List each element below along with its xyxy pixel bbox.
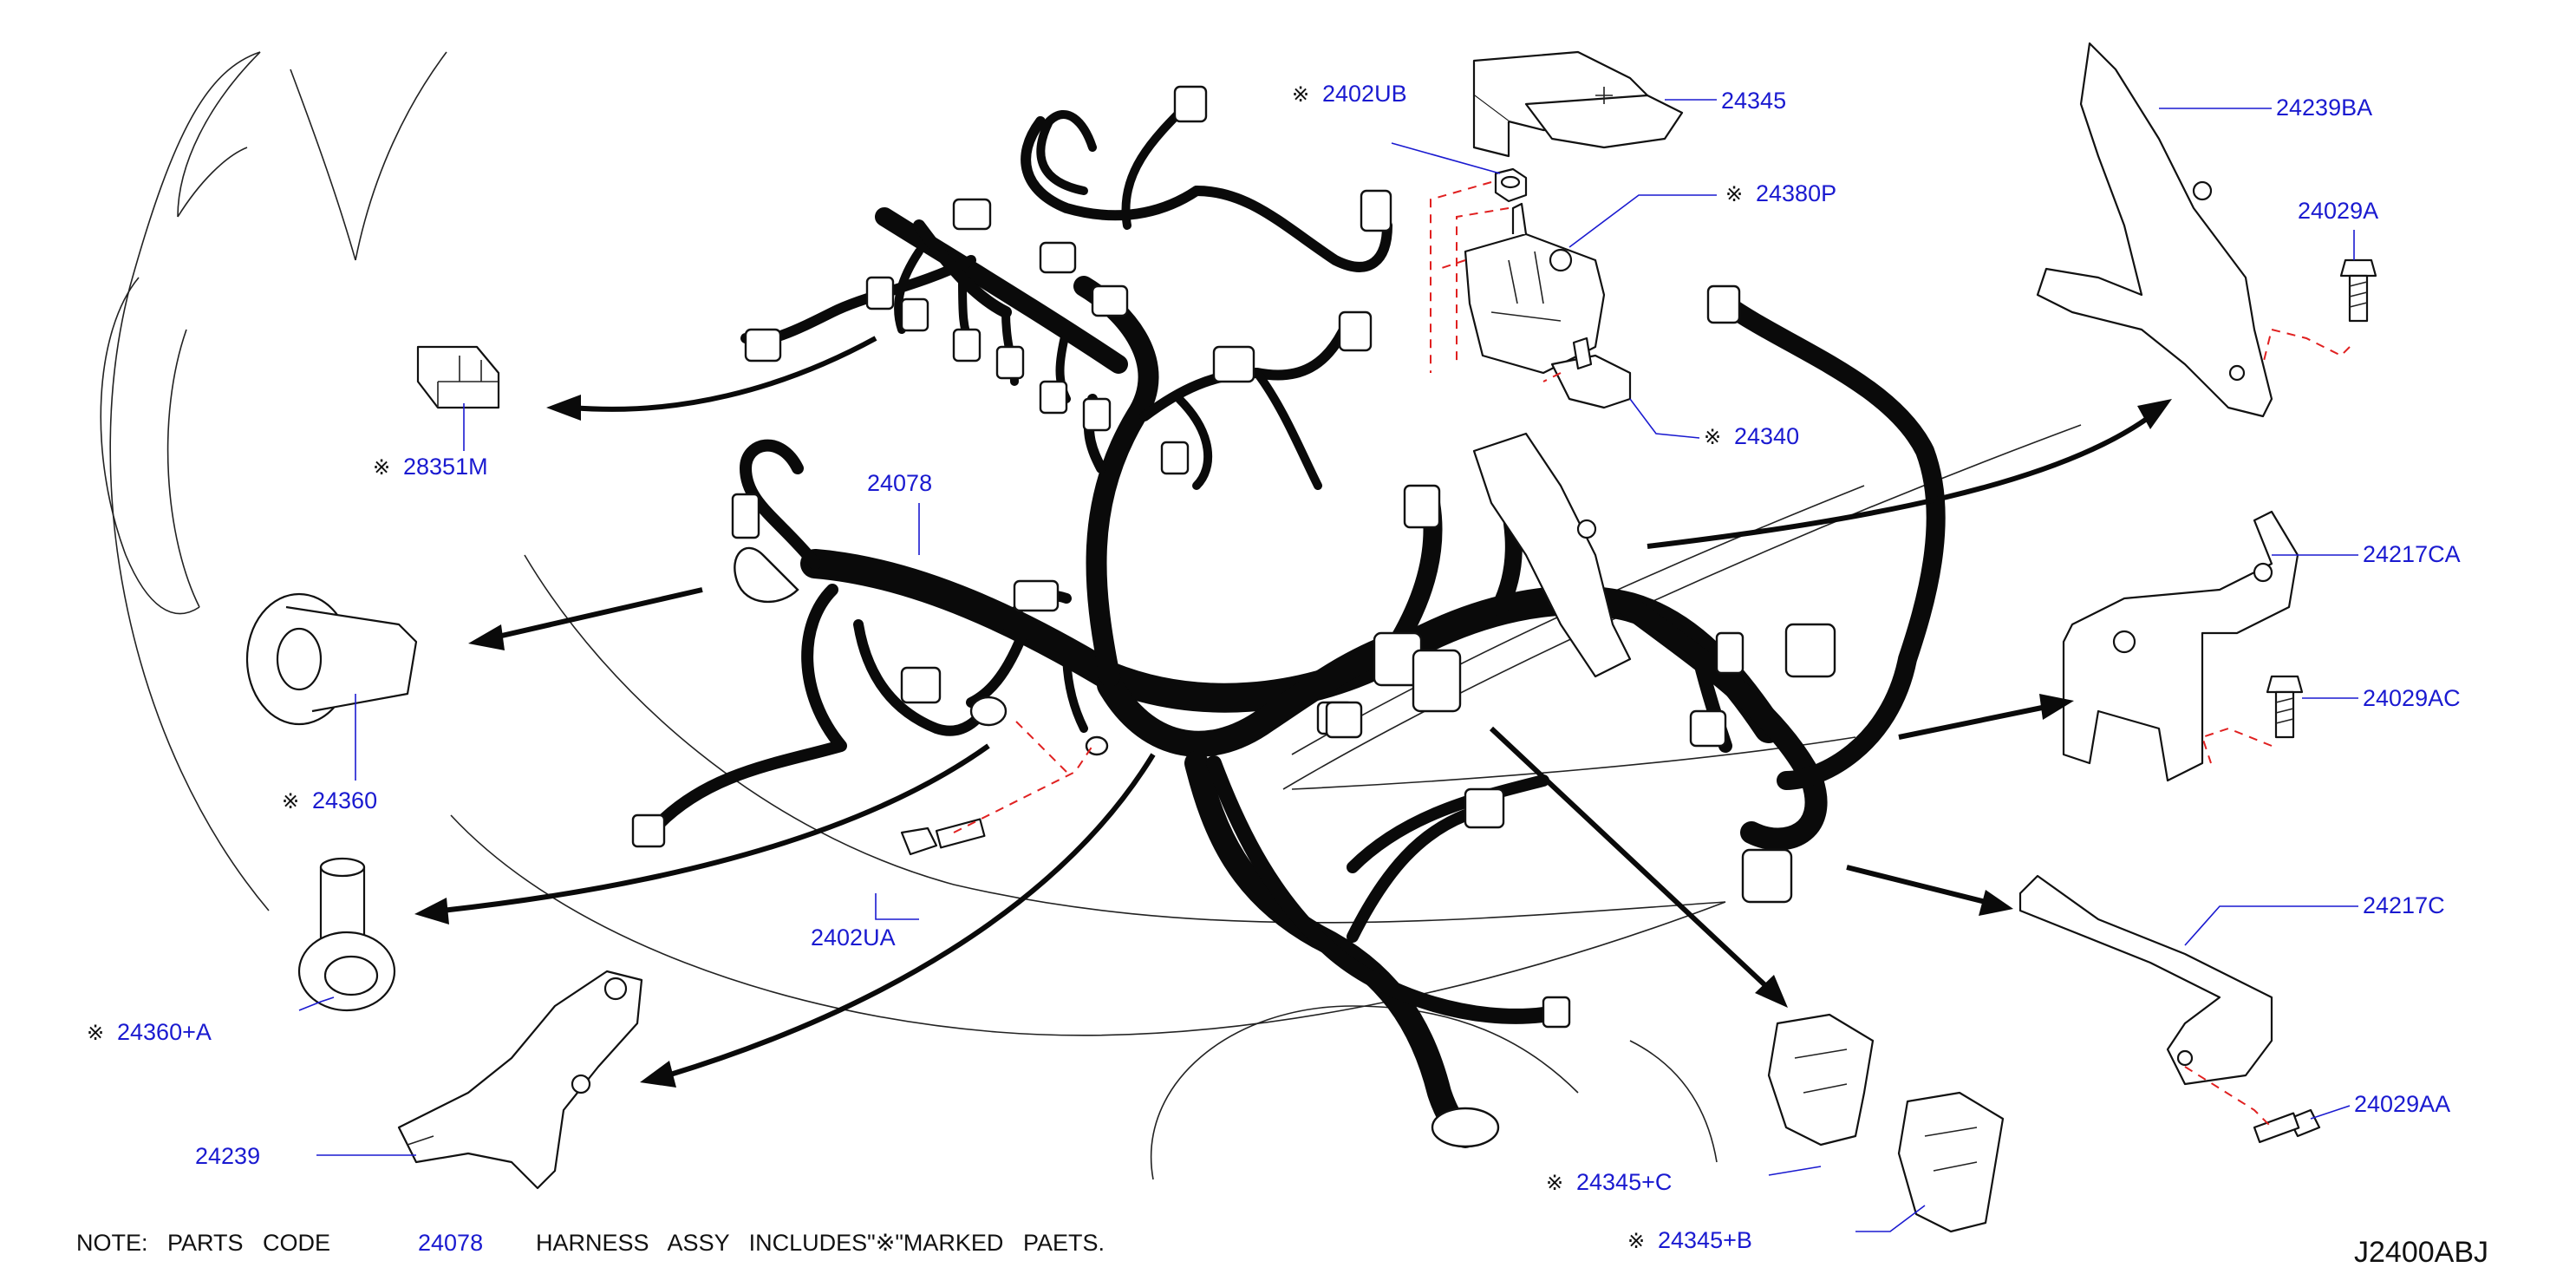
- callout-24078: 24078: [867, 470, 932, 496]
- harness-branch-left: [653, 439, 1088, 830]
- callout-24345B: 24345+B: [1658, 1227, 1752, 1253]
- part-24345C-fuse-holder: [1767, 1013, 1875, 1147]
- callout-24029A: 24029A: [2298, 198, 2378, 224]
- callout-24217C: 24217C: [2363, 892, 2445, 918]
- part-28351M-connector: [416, 345, 500, 409]
- callout-24029AC: 24029AC: [2363, 685, 2461, 711]
- part-24029AA-bolt: [2253, 1108, 2321, 1144]
- part-24029A-bolt: [2339, 258, 2377, 323]
- part-2402UA-bolt: [900, 818, 986, 856]
- engine-bracket: [1472, 432, 1632, 678]
- harness-main-trunk: [800, 207, 1946, 1148]
- callout-2402UA: 2402UA: [811, 924, 896, 951]
- callout-24360: 24360: [312, 787, 377, 813]
- part-24239-bracket: [397, 970, 643, 1190]
- part-24217CA-bracket: [2062, 510, 2299, 782]
- callout-2402UB: 2402UB: [1322, 81, 1407, 107]
- part-24380P-fuse-block: [1464, 202, 1606, 375]
- part-2402UB-nut: [1494, 167, 1528, 203]
- callout-24345: 24345: [1721, 88, 1786, 114]
- assembly-dash-lines: [953, 181, 2351, 1128]
- note-suffix: HARNESS ASSY INCLUDES"※"MARKED PAETS.: [536, 1230, 1105, 1256]
- part-24217C-bracket: [2018, 874, 2273, 1086]
- callout-24217CA: 24217CA: [2363, 541, 2461, 567]
- marker-24345C: ※: [1546, 1171, 1563, 1195]
- marker-24380P: ※: [1725, 182, 1743, 206]
- callout-24029AA: 24029AA: [2354, 1091, 2450, 1117]
- callout-24239: 24239: [195, 1143, 260, 1169]
- part-24345B-fuse-holder: [1897, 1091, 2005, 1233]
- engine-bay-outline: [100, 51, 2082, 1180]
- part-24239BA-bracket: [2036, 42, 2273, 418]
- harness-branch-upper: [740, 100, 1392, 490]
- note-prefix: NOTE: PARTS CODE: [76, 1230, 330, 1256]
- callout-24345C: 24345+C: [1576, 1169, 1672, 1195]
- part-24029AC-bolt: [2266, 675, 2304, 739]
- marker-24360A: ※: [87, 1021, 104, 1045]
- marker-28351M: ※: [373, 455, 390, 480]
- callout-24360A: 24360+A: [117, 1019, 212, 1045]
- part-24360A-grommet: [297, 857, 396, 1012]
- callout-labels: ※ 2402UB 24345 ※ 24380P ※ 24340 24239BA …: [87, 81, 2461, 1253]
- note-part-code: 24078: [418, 1230, 483, 1256]
- marker-2402UB: ※: [1292, 82, 1309, 107]
- harness-connectors: [631, 85, 1836, 1148]
- part-24345-cover: [1472, 50, 1684, 158]
- leader-lines: [298, 99, 2358, 1232]
- callout-28351M: 28351M: [403, 454, 488, 480]
- footer-note: NOTE: PARTS CODE 24078 HARNESS ASSY INCL…: [76, 1230, 1105, 1256]
- part-24360-boot: [245, 592, 418, 726]
- pointer-arrows: [414, 336, 2172, 1088]
- marker-24340: ※: [1704, 425, 1721, 449]
- part-24340-terminal: [1550, 336, 1632, 409]
- callout-24239BA: 24239BA: [2276, 95, 2372, 121]
- marker-24360: ※: [282, 789, 299, 813]
- callout-24380P: 24380P: [1756, 180, 1836, 206]
- callout-24340: 24340: [1734, 423, 1799, 449]
- diagram-code: J2400ABJ: [2354, 1236, 2488, 1269]
- marker-24345B: ※: [1627, 1229, 1645, 1253]
